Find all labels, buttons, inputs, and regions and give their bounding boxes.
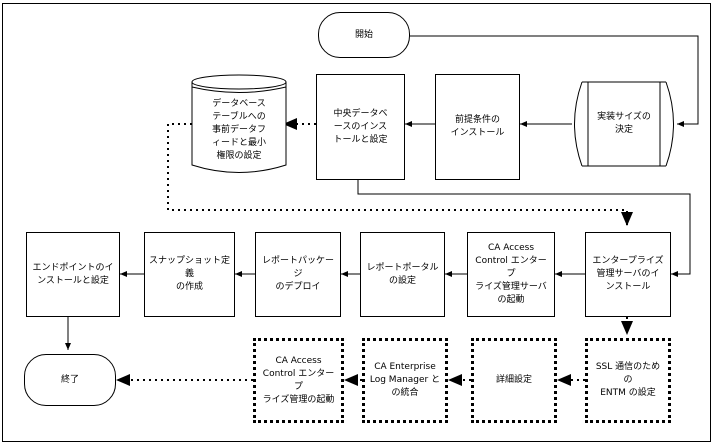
integrate-elm-node: CA Enterprise Log Manager と の統合 bbox=[362, 338, 448, 423]
install-ent-mgmt-node: エンタープライズ 管理サーバのイ ンストール bbox=[585, 232, 671, 317]
edge-start-to-size bbox=[410, 35, 699, 127]
config-report-portal-node: レポートポータル の設定 bbox=[360, 232, 445, 317]
install-endpoint-node: エンドポイントのイ ンストールと設定 bbox=[26, 232, 120, 317]
install-prereq-node: 前提条件の インストール bbox=[435, 74, 520, 180]
deploy-report-package-node: レポートパッケージ のデプロイ bbox=[255, 232, 341, 317]
start-ca-ac-ent-mgmt-node: CA Access Control エンタープ ライズ管理の起動 bbox=[253, 338, 344, 423]
diagram-frame bbox=[2, 3, 711, 442]
edge-centraldb-to-entmgmt bbox=[357, 180, 691, 277]
decide-size-node: 実装サイズの 決定 bbox=[597, 112, 651, 135]
ssl-entm-node: SSL 通信のための ENTM の設定 bbox=[585, 338, 671, 423]
edge-dbfeed-to-entmgmt bbox=[167, 123, 633, 226]
install-central-db-node: 中央データベ ースのインス トールと設定 bbox=[316, 74, 405, 180]
start-ca-ac-ent-server-node: CA Access Control エンタープ ライズ管理サーバ の起動 bbox=[467, 232, 555, 317]
advanced-config-node: 詳細設定 bbox=[471, 338, 557, 423]
decide-size-shape bbox=[574, 81, 674, 167]
end-node: 終了 bbox=[24, 354, 116, 406]
db-feed-node: データベース テーブルへの 事前データフ ィードと最小 権限の設定 bbox=[211, 98, 266, 161]
db-feed-cylinder bbox=[191, 74, 287, 173]
start-node: 開始 bbox=[318, 12, 410, 58]
create-snapshot-node: スナップショット定義 の作成 bbox=[144, 232, 235, 317]
